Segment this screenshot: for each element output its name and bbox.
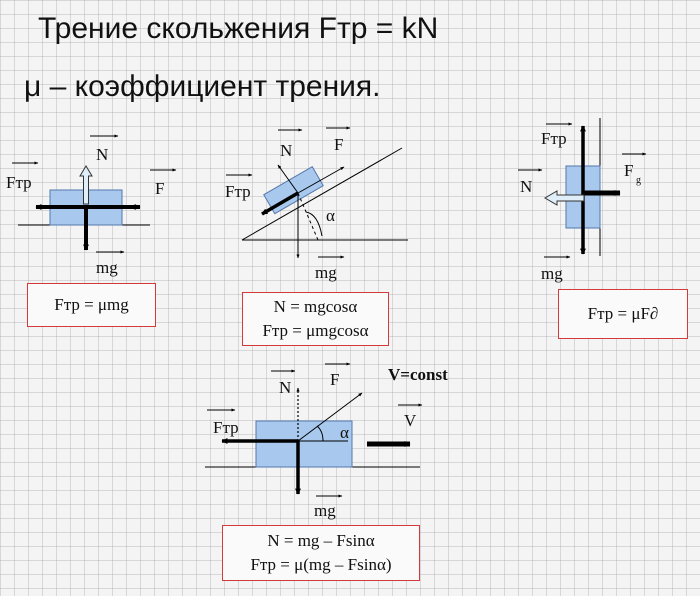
normal-arrow — [277, 164, 299, 194]
force-arrow — [297, 392, 363, 442]
normal-arrow — [79, 165, 93, 205]
normal-label: N — [96, 145, 108, 164]
angle-arc — [305, 211, 323, 237]
page-title: Трение скольжения Fтр = kN — [38, 12, 439, 45]
normal-arrow — [544, 190, 585, 206]
force-label: F — [334, 135, 343, 154]
angle-arc — [316, 425, 324, 442]
angle-label: α — [326, 206, 335, 225]
friction-label: Fтр — [225, 182, 251, 201]
normal-label: N — [279, 378, 291, 397]
block — [263, 165, 324, 215]
formula-box-angled-pull: N = mg – Fsinα Fтр = μ(mg – Fsinα) — [222, 525, 420, 581]
velocity-label: V — [404, 411, 417, 430]
formula-friction-incline: Fтр = μmgcosα — [262, 321, 369, 340]
block — [255, 420, 353, 468]
force-arrow — [297, 166, 345, 194]
page-subtitle: μ – коэффициент трения. — [24, 70, 381, 103]
normal-label: N — [520, 177, 532, 196]
gravity-label: mg — [96, 258, 118, 277]
formula-box-vertical: Fтр = μF∂ — [558, 289, 688, 339]
normal-label: N — [280, 141, 292, 160]
force-subscript: g — [636, 175, 641, 186]
formula-box-horizontal: Fтр = μmg — [27, 283, 156, 327]
friction-label: Fтр — [213, 418, 239, 437]
force-label: F — [624, 161, 633, 180]
formula-box-incline: N = mgcosα Fтр = μmgcosα — [242, 292, 389, 346]
dashed-perpendicular — [297, 192, 319, 241]
friction-arrow — [261, 191, 299, 216]
gravity-label: mg — [541, 264, 563, 283]
formula-friction-horizontal: Fтр = μmg — [54, 295, 129, 314]
diagram-vertical: Fтр F g N mg — [518, 118, 647, 283]
formula-normal-angled: N = mg – Fsinα — [267, 531, 375, 550]
angle-label: α — [340, 423, 349, 442]
gravity-label: mg — [315, 263, 337, 282]
formula-normal-incline: N = mgcosα — [273, 297, 358, 316]
incline-line — [241, 147, 403, 241]
friction-label: Fтр — [541, 129, 567, 148]
force-label: F — [155, 179, 164, 198]
force-label: F — [330, 370, 339, 389]
diagram-angled-pull: Fтр N F V=const V α mg — [205, 362, 448, 520]
formula-friction-angled: Fтр = μ(mg – Fsinα) — [250, 555, 392, 574]
gravity-label: mg — [314, 501, 336, 520]
diagram-horizontal: Fтр N F mg — [6, 134, 177, 277]
velocity-condition: V=const — [388, 365, 448, 384]
diagram-incline: Fтр N F α mg — [225, 126, 408, 282]
formula-friction-vertical: Fтр = μF∂ — [587, 304, 659, 323]
friction-label: Fтр — [6, 173, 32, 192]
